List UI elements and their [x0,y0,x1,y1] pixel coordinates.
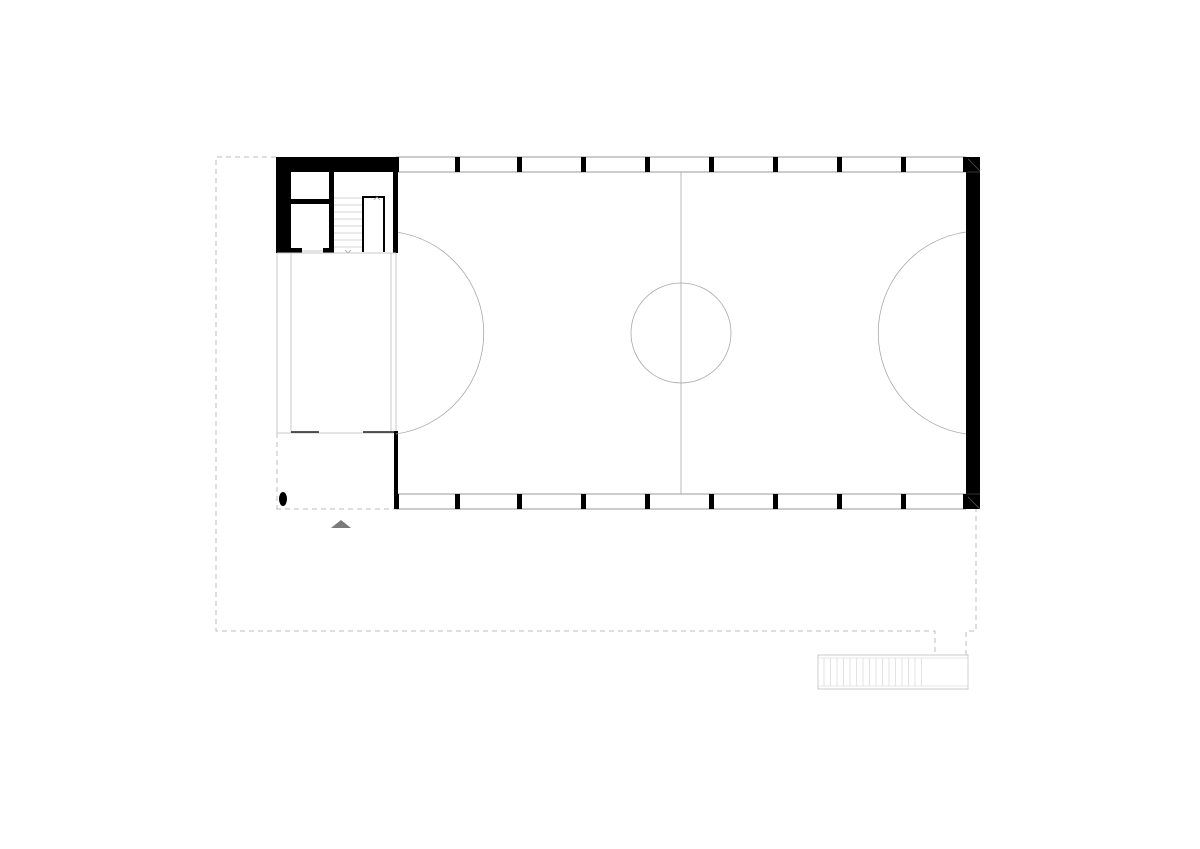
hall [394,156,981,510]
entrance-arrow-icon [331,520,351,528]
window-posts-bottom [394,494,968,509]
futsal-court [395,172,967,494]
site-boundary [215,156,977,655]
right-penalty-arc [877,231,967,435]
column-marker [279,492,287,506]
external-stair [817,654,969,690]
service-block [276,157,398,254]
internal-stair [334,197,363,248]
left-penalty-arc [395,231,485,435]
east-wall [966,157,980,509]
west-wall-lower [394,431,398,509]
lobby [276,252,396,434]
center-circle [630,282,732,384]
